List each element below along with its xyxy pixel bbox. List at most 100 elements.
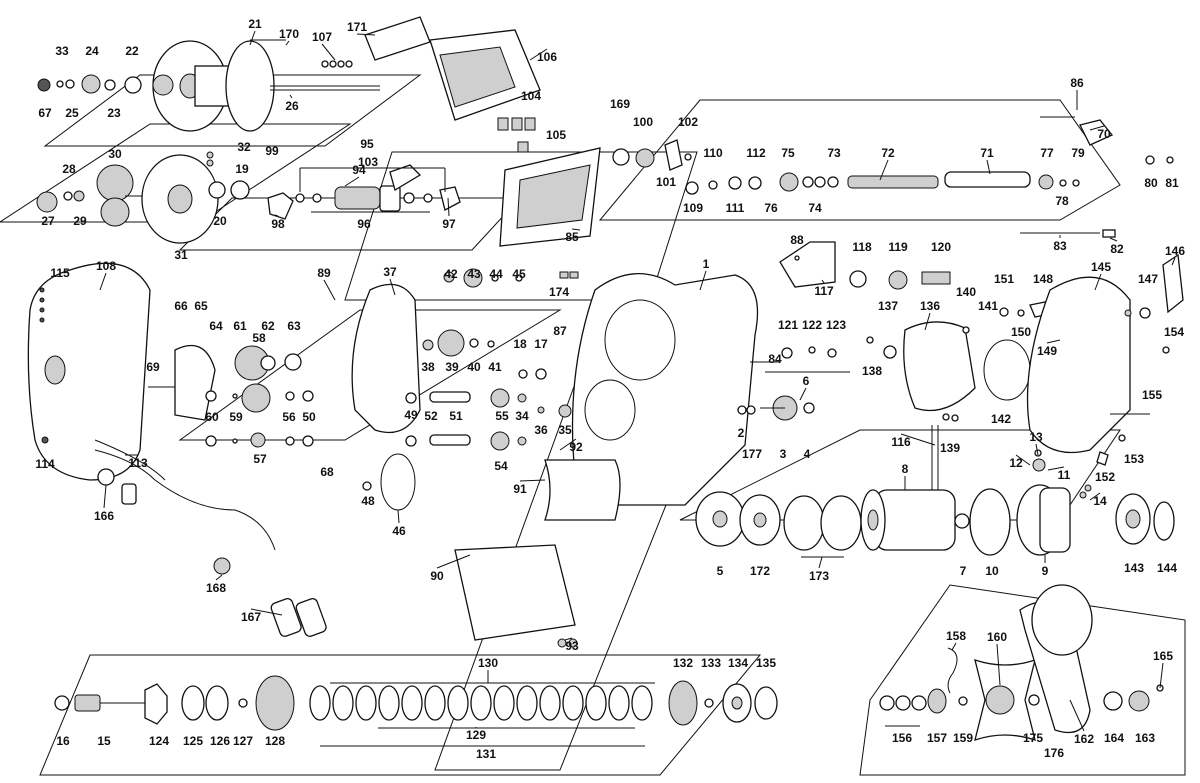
part-label-123: 123 xyxy=(826,318,846,332)
part-label-177: 177 xyxy=(742,447,762,461)
part-label-146: 146 xyxy=(1165,244,1185,258)
leader-line-94 xyxy=(344,176,360,187)
part-label-69: 69 xyxy=(146,360,160,374)
part-label-149: 149 xyxy=(1037,344,1057,358)
part-label-85: 85 xyxy=(565,230,579,244)
part-label-107: 107 xyxy=(312,30,332,44)
part-label-67: 67 xyxy=(38,106,52,120)
part-label-54: 54 xyxy=(494,459,508,473)
part-label-50: 50 xyxy=(302,410,316,424)
part-label-48: 48 xyxy=(361,494,375,508)
part-label-71: 71 xyxy=(980,146,994,160)
part-label-8: 8 xyxy=(902,462,909,476)
part-label-9: 9 xyxy=(1042,564,1049,578)
part-label-64: 64 xyxy=(209,319,223,333)
part-label-25: 25 xyxy=(65,106,79,120)
part-label-113: 113 xyxy=(128,456,148,470)
part-label-172: 172 xyxy=(750,564,770,578)
leader-line-108 xyxy=(99,272,107,291)
part-label-35: 35 xyxy=(558,423,572,437)
leader-line-136 xyxy=(924,312,931,331)
part-label-167: 167 xyxy=(241,610,261,624)
leader-line-82 xyxy=(1109,237,1118,242)
part-label-10: 10 xyxy=(985,564,999,578)
part-label-79: 79 xyxy=(1071,146,1085,160)
part-label-83: 83 xyxy=(1053,239,1067,253)
part-label-175: 175 xyxy=(1023,731,1043,745)
part-label-99: 99 xyxy=(265,144,279,158)
control-board-assembly xyxy=(321,16,601,247)
part-label-82: 82 xyxy=(1110,242,1124,256)
leader-line-165 xyxy=(1159,662,1164,689)
part-label-135: 135 xyxy=(756,656,776,670)
part-label-94: 94 xyxy=(352,163,366,177)
part-label-176: 176 xyxy=(1044,746,1064,760)
leader-line-46 xyxy=(397,509,400,524)
part-label-93: 93 xyxy=(565,639,579,653)
part-label-39: 39 xyxy=(445,360,459,374)
part-label-88: 88 xyxy=(790,233,804,247)
part-label-52: 52 xyxy=(424,409,438,423)
part-label-96: 96 xyxy=(357,217,371,231)
part-label-154: 154 xyxy=(1164,325,1184,339)
part-label-102: 102 xyxy=(678,115,698,129)
leader-line-160 xyxy=(996,643,1001,686)
part-label-138: 138 xyxy=(862,364,882,378)
part-label-74: 74 xyxy=(808,201,822,215)
part-label-116: 116 xyxy=(891,435,911,449)
part-label-20: 20 xyxy=(213,214,227,228)
part-label-170: 170 xyxy=(279,27,299,41)
part-label-100: 100 xyxy=(633,115,653,129)
part-label-23: 23 xyxy=(107,106,121,120)
part-label-42: 42 xyxy=(444,267,458,281)
part-label-12: 12 xyxy=(1009,456,1023,470)
part-label-30: 30 xyxy=(108,147,122,161)
part-label-136: 136 xyxy=(920,299,940,313)
panel-gear-group xyxy=(0,123,352,223)
part-label-86: 86 xyxy=(1070,76,1084,90)
leader-line-14 xyxy=(1089,492,1101,501)
part-label-32: 32 xyxy=(237,140,251,154)
gear-train-assembly xyxy=(148,268,572,511)
part-label-60: 60 xyxy=(205,410,219,424)
frame-assembly xyxy=(454,271,759,648)
part-label-133: 133 xyxy=(701,656,721,670)
part-label-56: 56 xyxy=(282,410,296,424)
part-label-156: 156 xyxy=(892,731,912,745)
part-label-3: 3 xyxy=(780,447,787,461)
gear-and-plate-assembly xyxy=(36,151,250,244)
leader-line-89 xyxy=(323,279,336,301)
part-label-41: 41 xyxy=(488,360,502,374)
part-label-1: 1 xyxy=(703,257,710,271)
leader-line-171 xyxy=(356,33,376,36)
part-label-143: 143 xyxy=(1124,561,1144,575)
part-label-140: 140 xyxy=(956,285,976,299)
leader-line-166 xyxy=(103,484,107,509)
part-label-103: 103 xyxy=(358,155,378,169)
part-label-168: 168 xyxy=(206,581,226,595)
part-label-112: 112 xyxy=(746,146,766,160)
part-label-134: 134 xyxy=(728,656,748,670)
part-label-58: 58 xyxy=(252,331,266,345)
leader-line-107 xyxy=(321,43,336,61)
drive-shaft-assembly xyxy=(54,675,778,747)
levelwind-assembly xyxy=(612,116,1174,238)
part-label-38: 38 xyxy=(421,360,435,374)
part-label-75: 75 xyxy=(781,146,795,160)
part-label-5: 5 xyxy=(717,564,724,578)
part-label-31: 31 xyxy=(174,248,188,262)
part-label-157: 157 xyxy=(927,731,947,745)
part-label-49: 49 xyxy=(404,408,418,422)
leader-line-158 xyxy=(951,642,957,651)
part-label-104: 104 xyxy=(521,89,541,103)
leader-line-70 xyxy=(1089,125,1105,131)
part-label-166: 166 xyxy=(94,509,114,523)
part-label-108: 108 xyxy=(96,259,116,273)
part-label-124: 124 xyxy=(149,734,169,748)
part-label-29: 29 xyxy=(73,214,87,228)
part-label-84: 84 xyxy=(768,352,782,366)
part-label-115: 115 xyxy=(50,266,70,280)
leader-line-21 xyxy=(249,30,256,46)
